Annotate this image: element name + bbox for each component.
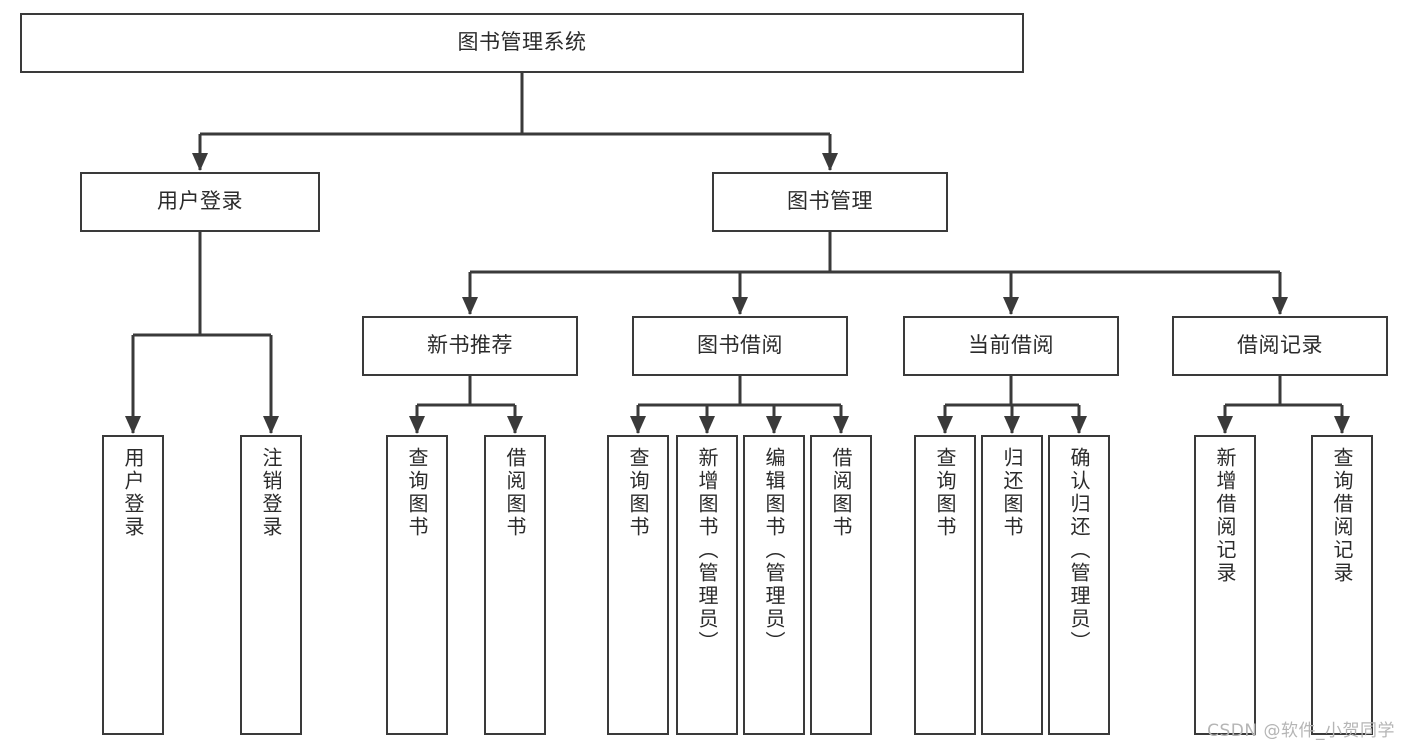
arrow-to-query-book-3 xyxy=(937,416,953,434)
arrow-to-borrow-record xyxy=(1272,297,1288,315)
node-label-current-borrow: 当前借阅 xyxy=(968,333,1054,358)
node-book-manage[interactable]: 图书管理 xyxy=(712,172,948,232)
arrow-to-new-book-recommend xyxy=(462,297,478,315)
node-label-query-book-2: 查询图书 xyxy=(626,447,650,539)
watermark-text: CSDN @软件_小贺同学 xyxy=(1207,721,1395,741)
node-add-book-admin[interactable]: 新增图书（管理员） xyxy=(676,435,738,735)
node-user-login-do[interactable]: 用户登录 xyxy=(102,435,164,735)
arrow-to-book-manage xyxy=(822,153,838,171)
node-label-edit-book-admin: 编辑图书（管理员） xyxy=(762,447,786,654)
node-root[interactable]: 图书管理系统 xyxy=(20,13,1024,73)
node-query-book-1[interactable]: 查询图书 xyxy=(386,435,448,735)
node-label-user-logout: 注销登录 xyxy=(259,447,283,539)
arrow-to-confirm-return-admin xyxy=(1071,416,1087,434)
node-label-confirm-return-admin: 确认归还（管理员） xyxy=(1067,447,1091,654)
node-label-book-borrow: 图书借阅 xyxy=(697,333,783,358)
arrow-to-query-book-1 xyxy=(409,416,425,434)
node-label-query-book-1: 查询图书 xyxy=(405,447,429,539)
arrow-to-query-borrow-record xyxy=(1334,416,1350,434)
node-label-add-borrow-record: 新增借阅记录 xyxy=(1213,447,1237,585)
node-current-borrow[interactable]: 当前借阅 xyxy=(903,316,1119,376)
node-label-new-book-recommend: 新书推荐 xyxy=(427,333,513,358)
node-label-add-book-admin: 新增图书（管理员） xyxy=(695,447,719,654)
node-new-book-recommend[interactable]: 新书推荐 xyxy=(362,316,578,376)
node-user-logout[interactable]: 注销登录 xyxy=(240,435,302,735)
node-label-book-manage: 图书管理 xyxy=(787,189,873,214)
arrow-to-book-borrow xyxy=(732,297,748,315)
arrow-to-query-book-2 xyxy=(630,416,646,434)
arrow-to-current-borrow xyxy=(1003,297,1019,315)
node-borrow-book-2[interactable]: 借阅图书 xyxy=(810,435,872,735)
arrow-to-return-book xyxy=(1004,416,1020,434)
node-query-book-3[interactable]: 查询图书 xyxy=(914,435,976,735)
arrow-to-borrow-book-1 xyxy=(507,416,523,434)
node-label-borrow-book-2: 借阅图书 xyxy=(829,447,853,539)
node-edit-book-admin[interactable]: 编辑图书（管理员） xyxy=(743,435,805,735)
arrow-to-edit-book-admin xyxy=(766,416,782,434)
arrow-to-user-logout xyxy=(263,416,279,434)
node-label-user-login: 用户登录 xyxy=(157,189,243,214)
node-query-borrow-record[interactable]: 查询借阅记录 xyxy=(1311,435,1373,735)
node-label-borrow-record: 借阅记录 xyxy=(1237,333,1323,358)
node-label-return-book: 归还图书 xyxy=(1000,447,1024,539)
arrow-to-borrow-book-2 xyxy=(833,416,849,434)
node-add-borrow-record[interactable]: 新增借阅记录 xyxy=(1194,435,1256,735)
node-label-query-borrow-record: 查询借阅记录 xyxy=(1330,447,1354,585)
arrow-to-user-login xyxy=(192,153,208,171)
node-label-root: 图书管理系统 xyxy=(457,30,587,55)
arrow-to-add-book-admin xyxy=(699,416,715,434)
node-user-login[interactable]: 用户登录 xyxy=(80,172,320,232)
node-confirm-return-admin[interactable]: 确认归还（管理员） xyxy=(1048,435,1110,735)
arrow-to-user-login-do xyxy=(125,416,141,434)
node-borrow-record[interactable]: 借阅记录 xyxy=(1172,316,1388,376)
arrow-to-add-borrow-record xyxy=(1217,416,1233,434)
node-label-borrow-book-1: 借阅图书 xyxy=(503,447,527,539)
node-label-user-login-do: 用户登录 xyxy=(121,447,145,539)
node-return-book[interactable]: 归还图书 xyxy=(981,435,1043,735)
node-query-book-2[interactable]: 查询图书 xyxy=(607,435,669,735)
node-book-borrow[interactable]: 图书借阅 xyxy=(632,316,848,376)
node-borrow-book-1[interactable]: 借阅图书 xyxy=(484,435,546,735)
node-label-query-book-3: 查询图书 xyxy=(933,447,957,539)
